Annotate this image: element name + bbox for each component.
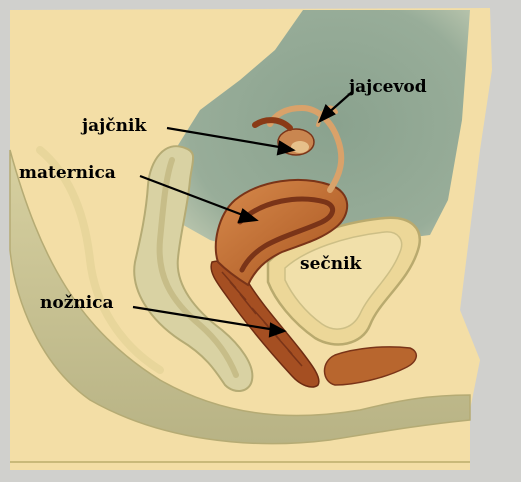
label-maternica: maternica	[19, 165, 116, 182]
label-jajcnik: jajčnik	[82, 118, 146, 135]
label-noznica: nožnica	[40, 295, 114, 312]
label-jajcevod: jajcevod	[349, 79, 427, 96]
ovary-highlight	[291, 141, 309, 153]
label-secnik: sečnik	[300, 256, 361, 273]
